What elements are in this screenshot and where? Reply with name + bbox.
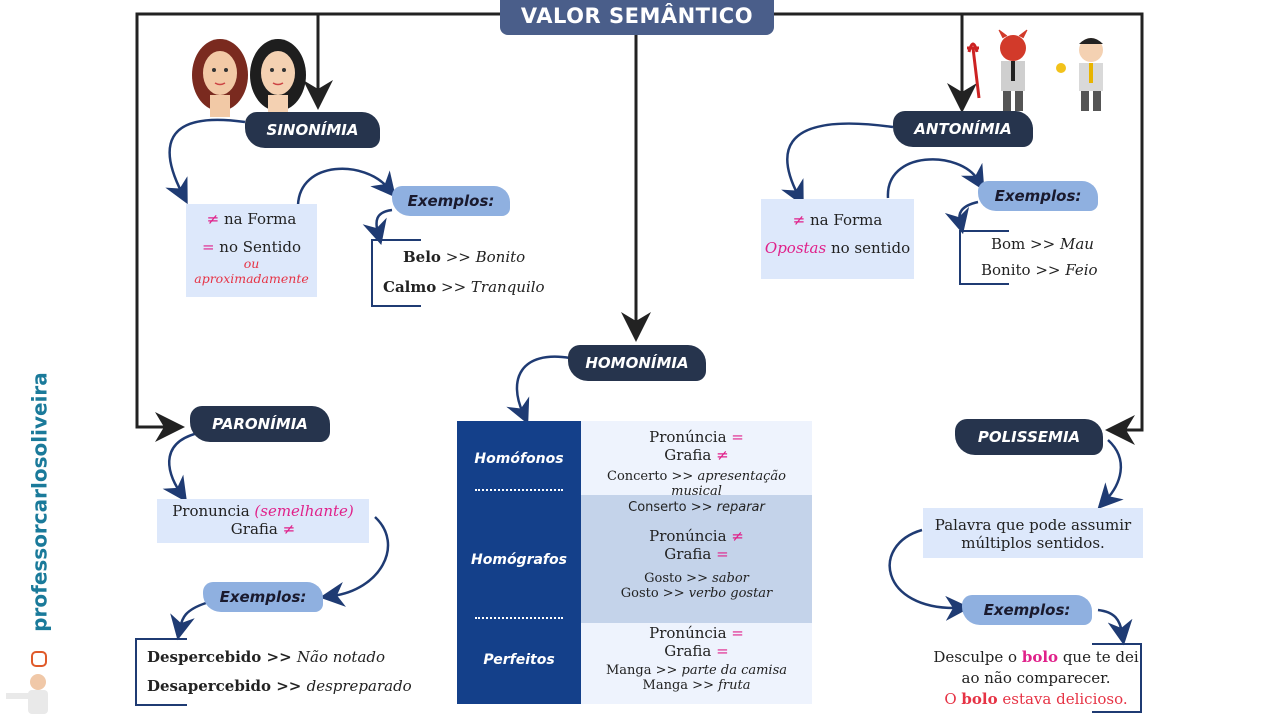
opostas-text: Opostas [764,239,827,257]
equal-symbol: = [201,238,215,256]
forma-text: na Forma [219,210,297,228]
paronimia-examples-bracket [135,638,187,706]
antonimia-example-2: Bonito >> Feio [981,261,1098,279]
polissemia-exemplos-label: Exemplos: [962,595,1092,625]
homonimia-table: Homófonos Homógrafos Perfeitos Pronúncia… [457,421,812,704]
antonimia-exemplos-label: Exemplos: [978,181,1098,211]
devil-and-angel-illustration [965,28,1125,114]
sinonimia-example-1: Belo >> Bonito [403,248,526,266]
not-equal-symbol: ≠ [206,210,220,228]
paronimia-definition: Pronuncia (semelhante) Grafia ≠ [157,499,369,543]
sentido-text: no sentido [826,239,911,257]
polissemia-label: POLISSEMIA [955,419,1103,455]
sentido-text: no Sentido [214,238,302,256]
homonimia-label: HOMONÍMIA [568,345,706,381]
page-title: VALOR SEMÂNTICO [500,0,774,35]
polissemia-definition: Palavra que pode assumir múltiplos senti… [923,508,1143,558]
paronimia-exemplos-label: Exemplos: [203,582,323,612]
instagram-handle-watermark: professorcarlosoliveira [24,370,54,670]
instagram-icon [31,651,47,667]
perfeitos-label: Perfeitos [483,652,555,668]
homografos-label: Homógrafos [471,552,567,568]
antonimia-examples-bracket [959,230,1009,285]
sinonimia-definition: ≠ na Forma = no Sentido ou aproximadamen… [186,204,317,297]
homofonos-label: Homófonos [474,451,564,467]
homonimia-categories-column: Homófonos Homógrafos Perfeitos [457,421,581,704]
divider-dots [475,617,563,619]
ou-text: ou [243,256,260,271]
divider-dots [475,489,563,491]
paronimia-example-1: Despercebido >> Não notado [147,648,386,666]
two-women-illustration [188,35,313,117]
perfeitos-row: Pronúncia = Grafia = Manga >> parte da c… [581,623,812,704]
polissemia-examples-bracket [1092,643,1142,713]
antonimia-label: ANTONÍMIA [893,111,1033,147]
antonimia-example-1: Bom >> Mau [991,235,1094,253]
not-equal-symbol: ≠ [792,211,806,229]
homofonos-row: Pronúncia = Grafia ≠ Concerto >> apresen… [581,421,812,499]
paronimia-example-2: Desapercebido >> despreparado [147,677,412,695]
aproximadamente-text: aproximadamente [194,271,309,286]
teacher-avatar [2,672,54,718]
antonimia-definition: ≠ na Forma Opostas no sentido [761,199,914,279]
polissemia-example-text: Desculpe o bolo que te dei ao não compar… [933,648,1139,708]
sinonimia-exemplos-label: Exemplos: [392,186,510,216]
instagram-handle: professorcarlosoliveira [27,372,52,632]
forma-text: na Forma [805,211,883,229]
homografos-row: Conserto >> reparar Pronúncia ≠ Grafia =… [581,495,812,623]
sinonimia-example-2: Calmo >> Tranquilo [383,278,545,296]
sinonimia-examples-bracket [371,239,421,307]
paronimia-label: PARONÍMIA [190,406,330,442]
sinonimia-label: SINONÍMIA [245,112,380,148]
